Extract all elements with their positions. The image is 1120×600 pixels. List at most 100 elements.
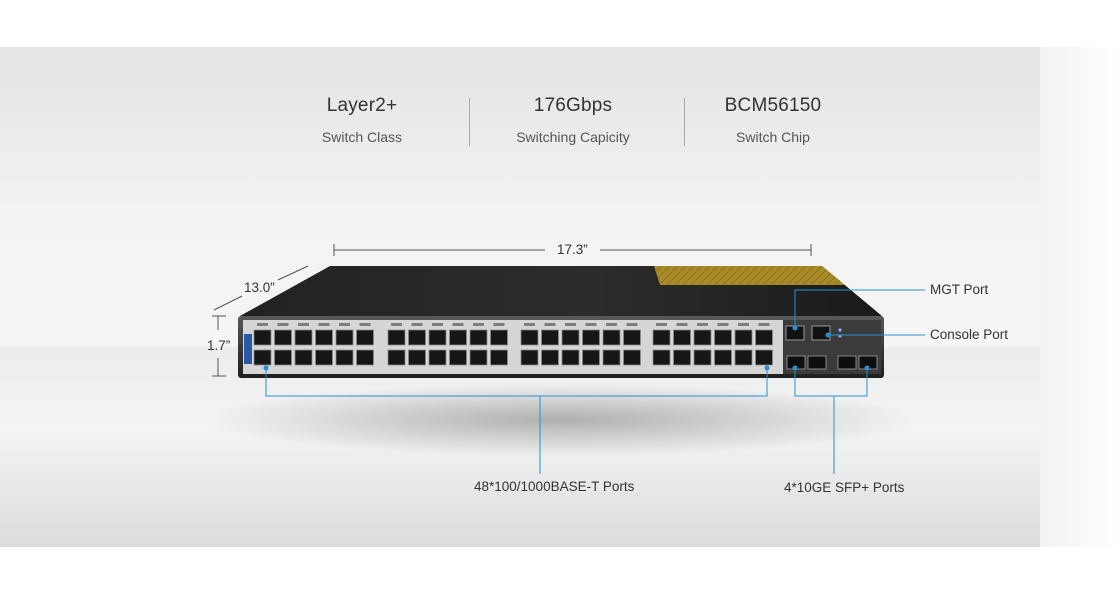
port-led [411, 323, 423, 326]
port-led [585, 323, 597, 326]
port-led [473, 323, 484, 326]
rj45-port[interactable] [734, 329, 753, 346]
rj45-port[interactable] [520, 329, 539, 346]
rj45-port[interactable] [673, 329, 691, 346]
rj45-port[interactable] [387, 329, 406, 346]
rj45-bracket-line [265, 368, 768, 397]
rj45-port[interactable] [315, 329, 333, 346]
rj45-port[interactable] [294, 349, 313, 366]
port-led [544, 323, 556, 326]
console-port[interactable] [811, 325, 831, 341]
rj45-port[interactable] [755, 349, 773, 366]
rj45-port[interactable] [693, 349, 712, 366]
wall-right [1040, 47, 1120, 547]
rj45-port[interactable] [490, 329, 508, 346]
brand-strip [244, 334, 252, 364]
rj45-port[interactable] [356, 329, 374, 346]
spec-label: Switch Chip [736, 129, 810, 145]
port-led [452, 323, 464, 326]
depth-dimension-line [277, 265, 309, 281]
rj45-port[interactable] [449, 349, 467, 366]
height-dimension-label: 1.7” [207, 338, 231, 353]
callout-dot [792, 325, 798, 331]
spec-label: Switch Class [321, 129, 403, 145]
console-port-label: Console Port [930, 327, 1009, 342]
spec-value: 176Gbps [533, 95, 613, 116]
rj45-port[interactable] [734, 349, 753, 366]
rj45-port[interactable] [449, 329, 467, 346]
width-dimension-label: 17.3” [557, 242, 588, 257]
rj45-port[interactable] [490, 349, 508, 366]
rj45-port[interactable] [294, 329, 313, 346]
rj45-port[interactable] [408, 349, 426, 366]
mgt-callout-line [794, 289, 925, 328]
rj45-port[interactable] [652, 349, 671, 366]
rj45-port[interactable] [428, 329, 447, 346]
rj45-port[interactable] [253, 349, 272, 366]
rj45-port-array [253, 323, 773, 366]
rj45-port[interactable] [253, 329, 272, 346]
callout-dot [263, 365, 269, 371]
rj45-port[interactable] [520, 349, 539, 366]
callout-dot [825, 332, 831, 338]
rj45-port[interactable] [274, 329, 292, 346]
rj45-port[interactable] [561, 329, 580, 346]
spec-divider [684, 98, 685, 146]
rj45-port[interactable] [541, 349, 559, 366]
dimension-lines [212, 244, 812, 377]
sfp-port[interactable] [837, 355, 857, 370]
rj45-port[interactable] [541, 329, 559, 346]
port-led [717, 323, 729, 326]
mgt-port-label: MGT Port [930, 282, 989, 297]
rj45-port[interactable] [408, 329, 426, 346]
port-led [318, 323, 330, 326]
status-led [838, 328, 842, 332]
rj45-port[interactable] [755, 329, 773, 346]
rj45-port[interactable] [561, 349, 580, 366]
rj45-port[interactable] [469, 329, 488, 346]
spec-switch-chip: BCM56150 Switch Chip [673, 95, 873, 145]
rj45-port[interactable] [335, 349, 354, 366]
rj45-port[interactable] [274, 349, 292, 366]
spec-label: Switching Capicity [516, 129, 630, 145]
sfp-port[interactable] [807, 355, 827, 370]
callout-dots [263, 325, 870, 371]
port-led [697, 323, 708, 326]
rj45-port[interactable] [428, 349, 447, 366]
rj45-port[interactable] [652, 329, 671, 346]
port-led [758, 323, 770, 326]
rj45-port[interactable] [602, 329, 621, 346]
rj45-port[interactable] [623, 349, 641, 366]
port-led [565, 323, 576, 326]
sfp-bracket-line [794, 368, 868, 397]
rj45-port[interactable] [582, 349, 600, 366]
spec-switch-class: Layer2+ Switch Class [262, 95, 462, 145]
rj45-port[interactable] [315, 349, 333, 366]
port-led [339, 323, 350, 326]
spec-value: Layer2+ [326, 95, 398, 116]
rj45-port[interactable] [714, 329, 732, 346]
port-led [391, 323, 402, 326]
sfp-ports-label: 4*10GE SFP+ Ports [784, 480, 905, 495]
rj45-port[interactable] [356, 349, 374, 366]
port-led [738, 323, 749, 326]
warning-label [654, 266, 845, 285]
rj45-port[interactable] [602, 349, 621, 366]
rj45-port[interactable] [673, 349, 691, 366]
port-led [298, 323, 309, 326]
rj45-port[interactable] [623, 329, 641, 346]
port-led [656, 323, 667, 326]
port-led [606, 323, 617, 326]
port-led [493, 323, 505, 326]
rj45-port[interactable] [387, 349, 406, 366]
rj45-port[interactable] [714, 349, 732, 366]
port-led [277, 323, 289, 326]
rj45-port[interactable] [469, 349, 488, 366]
rj45-port[interactable] [335, 329, 354, 346]
rj45-ports-label: 48*100/1000BASE-T Ports [474, 479, 635, 494]
rj45-port[interactable] [693, 329, 712, 346]
rj45-port[interactable] [582, 329, 600, 346]
port-led [626, 323, 638, 326]
switch-shadow [200, 384, 920, 456]
